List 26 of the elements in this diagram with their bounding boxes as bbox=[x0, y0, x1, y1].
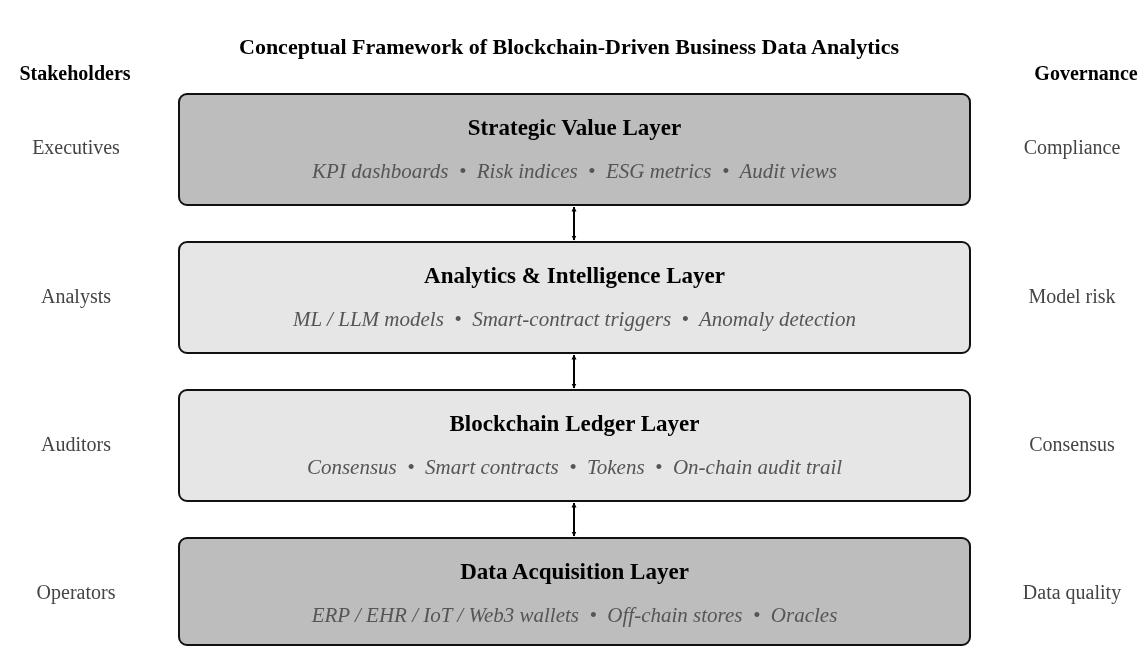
layer-items: Consensus • Smart contracts • Tokens • On-chain audit trail bbox=[305, 455, 844, 480]
bidirectional-arrow bbox=[571, 206, 577, 241]
bidirectional-arrow bbox=[571, 354, 577, 389]
layer-items: ERP / EHR / IoT / Web3 wallets • Off-chain stores • Oracles bbox=[310, 603, 839, 628]
layer-box bbox=[178, 241, 971, 354]
governance-label: Consensus bbox=[1029, 433, 1115, 456]
layer-title: Data Acquisition Layer bbox=[459, 559, 690, 585]
layer-box bbox=[178, 93, 971, 206]
column-heading: Governance bbox=[1034, 62, 1138, 85]
bidirectional-arrow bbox=[571, 502, 577, 537]
layer-box bbox=[178, 537, 971, 646]
stakeholder-label: Auditors bbox=[41, 433, 111, 456]
governance-label: Compliance bbox=[1023, 136, 1121, 159]
layer-box bbox=[178, 389, 971, 502]
governance-label: Model risk bbox=[1028, 285, 1116, 308]
layer-title: Strategic Value Layer bbox=[466, 115, 683, 141]
layer-items: ML / LLM models • Smart-contract triggers • Anomaly detection bbox=[292, 307, 857, 332]
stakeholder-label: Analysts bbox=[41, 285, 111, 308]
layer-items: KPI dashboards • Risk indices • ESG metrics • Audit views bbox=[311, 159, 838, 184]
governance-label: Data quality bbox=[1022, 581, 1122, 604]
layer-title: Analytics & Intelligence Layer bbox=[423, 263, 726, 289]
stakeholder-label: Operators bbox=[36, 581, 116, 604]
column-heading: Stakeholders bbox=[19, 62, 131, 85]
stakeholder-label: Executives bbox=[32, 136, 120, 159]
layer-title: Blockchain Ledger Layer bbox=[448, 411, 701, 437]
diagram-title: Conceptual Framework of Blockchain-Driven Business Data Analytics bbox=[238, 34, 900, 60]
